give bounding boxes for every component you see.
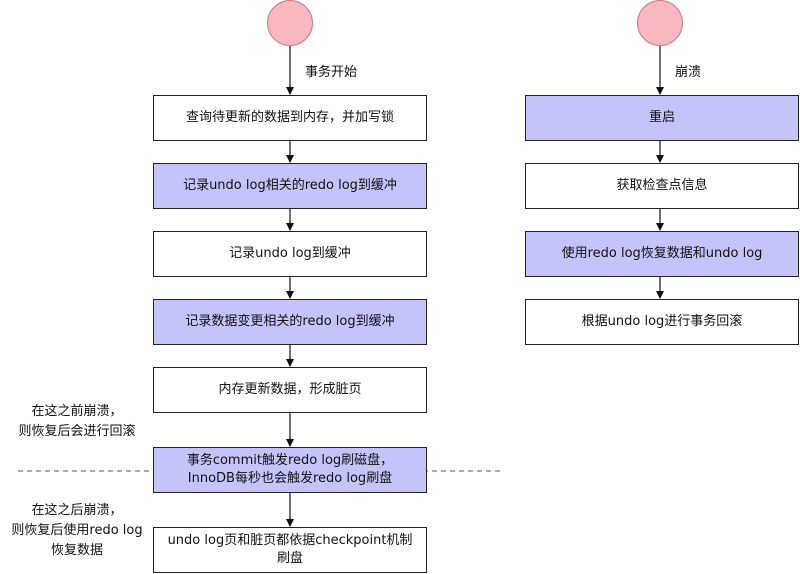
step-undo-buffer: 记录undo log到缓冲 xyxy=(153,231,427,277)
step-redo-recover: 使用redo log恢复数据和undo log xyxy=(525,231,799,277)
step-commit-flush: 事务commit触发redo log刷磁盘， InnoDB每秒也会触发redo … xyxy=(153,447,427,493)
step-undo-redo-buffer: 记录undo log相关的redo log到缓冲 xyxy=(153,163,427,209)
start-label: 事务开始 xyxy=(305,65,358,80)
start-node-circle xyxy=(267,0,313,46)
step-query-lock: 查询待更新的数据到内存，并加写锁 xyxy=(153,95,427,141)
step-restart: 重启 xyxy=(525,95,799,141)
note-after-commit: 在这之后崩溃， 则恢复后使用redo log 恢复数据 xyxy=(11,503,143,558)
crash-label: 崩溃 xyxy=(675,65,702,80)
step-memory-dirty-page: 内存更新数据，形成脏页 xyxy=(153,367,427,413)
step-get-checkpoint: 获取检查点信息 xyxy=(525,163,799,209)
crash-node-circle xyxy=(637,0,683,46)
step-checkpoint-flush: undo log页和脏页都依据checkpoint机制 刷盘 xyxy=(153,527,427,573)
note-before-commit: 在这之前崩溃， 则恢复后会进行回滚 xyxy=(18,404,136,439)
step-undo-rollback: 根据undo log进行事务回滚 xyxy=(525,299,799,345)
step-data-redo-buffer: 记录数据变更相关的redo log到缓冲 xyxy=(153,299,427,345)
